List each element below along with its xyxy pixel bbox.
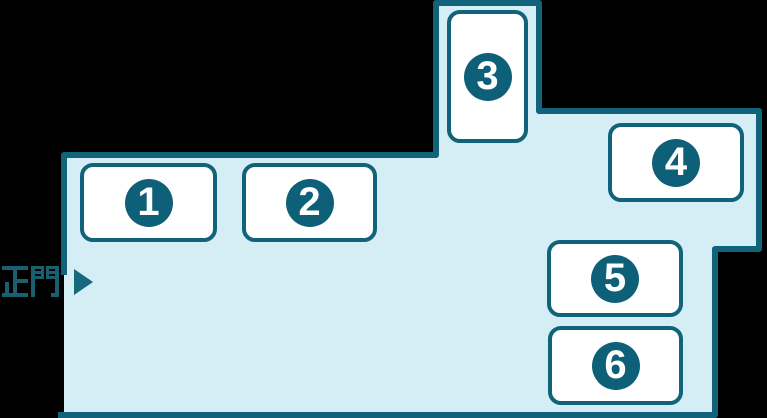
building-1-number: 1 — [124, 178, 173, 227]
building-4-number: 4 — [652, 138, 700, 187]
building-4: 4 — [608, 123, 744, 202]
campus-boundary — [58, 0, 762, 418]
gate-arrow-icon — [74, 269, 93, 295]
gate-label — [2, 266, 59, 297]
building-5: 5 — [547, 240, 683, 317]
building-5-number: 5 — [591, 254, 639, 303]
building-6: 6 — [548, 326, 683, 405]
building-1: 1 — [80, 163, 217, 242]
building-2: 2 — [242, 163, 377, 242]
building-2-number: 2 — [285, 178, 334, 227]
building-6-number: 6 — [591, 341, 640, 390]
building-3-number: 3 — [463, 52, 512, 101]
building-3: 3 — [447, 10, 528, 143]
